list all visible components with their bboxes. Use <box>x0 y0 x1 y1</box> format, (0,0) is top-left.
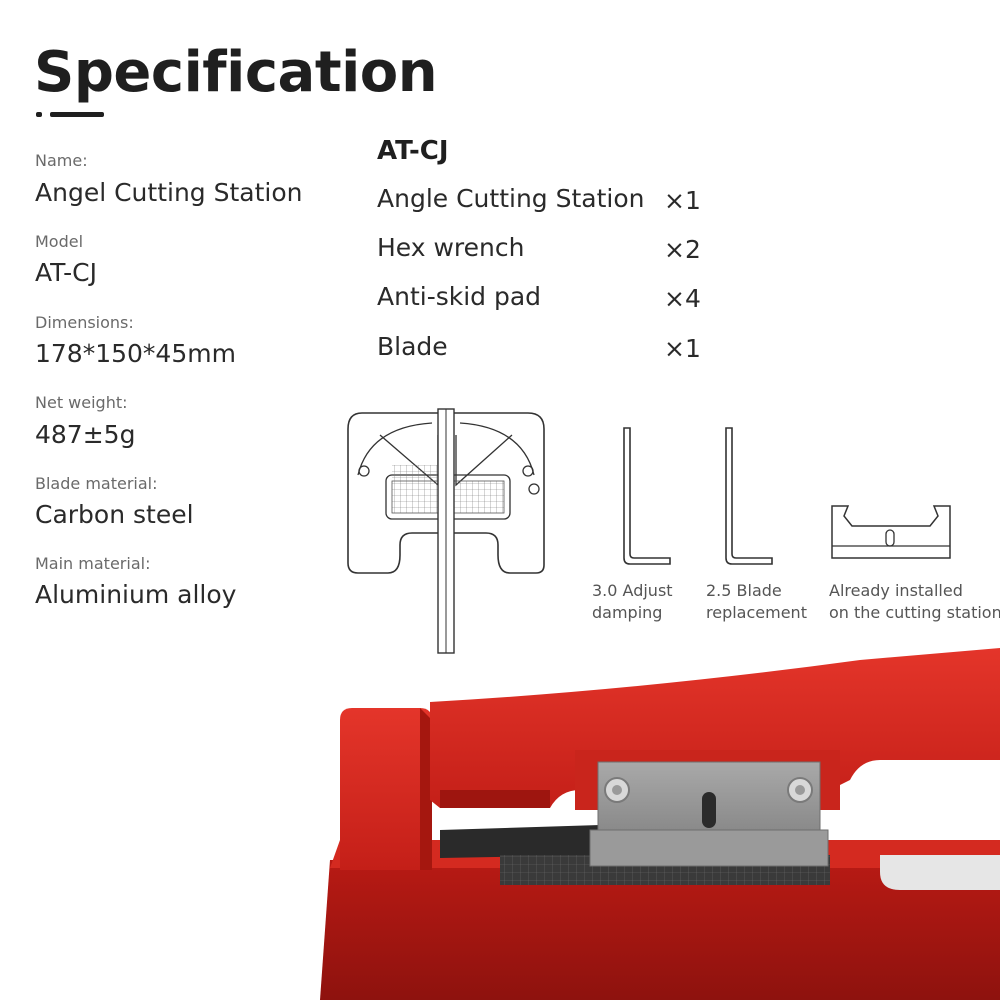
package-item-name: Blade <box>377 332 448 361</box>
package-item-qty: ×1 <box>664 334 701 363</box>
product-photo <box>320 648 1000 1000</box>
page-title: Specification <box>34 40 438 105</box>
package-item-qty: ×4 <box>664 284 701 313</box>
spec-label-dimensions: Dimensions: <box>35 313 134 332</box>
spec-label-main-material: Main material: <box>35 554 151 573</box>
spec-value-blade-material: Carbon steel <box>35 500 194 529</box>
spec-value-model: AT-CJ <box>35 258 97 287</box>
spec-value-weight: 487±5g <box>35 420 136 449</box>
package-item-qty: ×1 <box>664 186 701 215</box>
blade-icon <box>831 505 951 559</box>
spec-value-dimensions: 178*150*45mm <box>35 339 236 368</box>
package-item-qty: ×2 <box>664 235 701 264</box>
package-item-name: Anti-skid pad <box>377 282 542 311</box>
cutting-station-outline-icon <box>347 408 545 654</box>
spec-label-weight: Net weight: <box>35 393 128 412</box>
package-item-name: Hex wrench <box>377 233 525 262</box>
accessory-caption: Already installed on the cutting station <box>829 581 1000 622</box>
spec-value-name: Angel Cutting Station <box>35 178 303 207</box>
title-underline <box>36 112 104 117</box>
spec-value-main-material: Aluminium alloy <box>35 580 237 609</box>
package-title: AT-CJ <box>377 136 449 166</box>
accessory-caption: 3.0 Adjust damping <box>592 581 673 622</box>
spec-label-name: Name: <box>35 151 88 170</box>
accessory-caption: 2.5 Blade replacement <box>706 581 807 622</box>
hex-wrench-icon <box>623 427 671 565</box>
spec-label-blade-material: Blade material: <box>35 474 158 493</box>
spec-label-model: Model <box>35 232 84 251</box>
hex-wrench-icon <box>725 427 773 565</box>
package-item-name: Angle Cutting Station <box>377 184 645 213</box>
